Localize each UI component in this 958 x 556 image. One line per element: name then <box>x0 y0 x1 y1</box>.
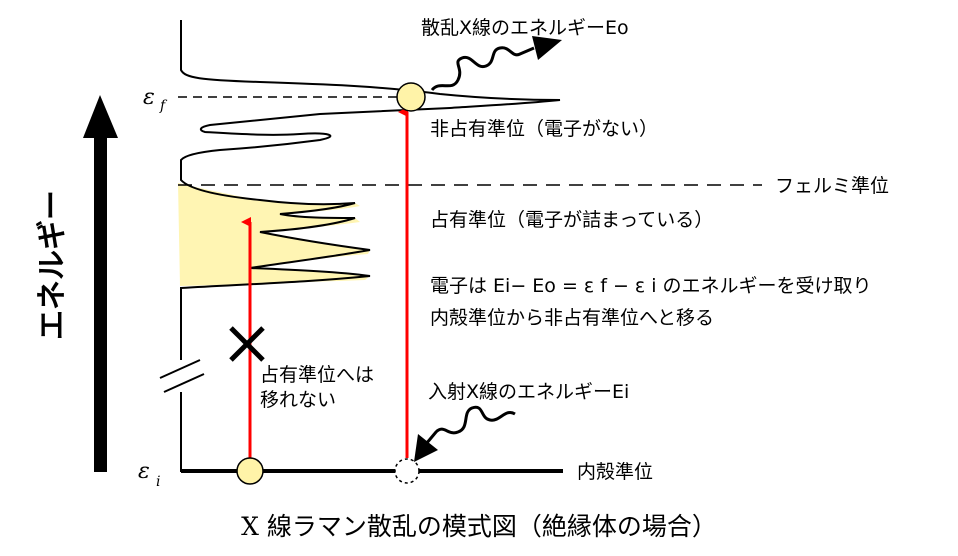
energy-axis-shaft <box>94 136 107 472</box>
core-electron <box>236 457 264 485</box>
incident-xray-wavy-arrow <box>414 405 516 462</box>
scattered-xray-wavy-arrow <box>430 36 562 92</box>
core-level-label: 内殻準位 <box>577 461 653 483</box>
axis-break-mark-2 <box>163 373 205 393</box>
incident-xray-label: 入射X線のエネルギーEi <box>428 381 629 403</box>
core-hole <box>394 458 420 484</box>
scattered-xray-label: 散乱X線のエネルギーEo <box>421 17 629 39</box>
level-i-symbol: ε <box>138 459 150 484</box>
occupied-level-label: 占有準位（電子が詰まっている） <box>430 209 713 231</box>
level-f-symbol: ε <box>143 85 155 110</box>
energy-axis-arrowhead <box>83 95 118 138</box>
dos-curve <box>180 20 561 360</box>
axis-break-mark-1 <box>159 359 201 379</box>
forbidden-cross-mark <box>229 326 265 362</box>
forbidden-label-line2: 移れない <box>260 389 336 411</box>
excited-electron <box>396 82 426 112</box>
energy-axis <box>83 95 118 472</box>
forbidden-label-line1: 占有準位へは <box>260 364 374 386</box>
fermi-level-label: フェルミ準位 <box>775 175 889 197</box>
level-f-subscript: f <box>159 98 168 114</box>
explanation-line1: 電子は Ei− Eo = ε f − ε i のエネルギーを受け取り <box>430 275 872 297</box>
figure-caption: X 線ラマン散乱の模式図（絶縁体の場合） <box>241 512 717 541</box>
level-i-subscript: i <box>156 474 160 490</box>
explanation-line2: 内殻準位から非占有準位へと移る <box>430 307 714 329</box>
unoccupied-level-label: 非占有準位（電子がない） <box>430 118 658 140</box>
energy-axis-label: エネルギー <box>35 190 70 340</box>
